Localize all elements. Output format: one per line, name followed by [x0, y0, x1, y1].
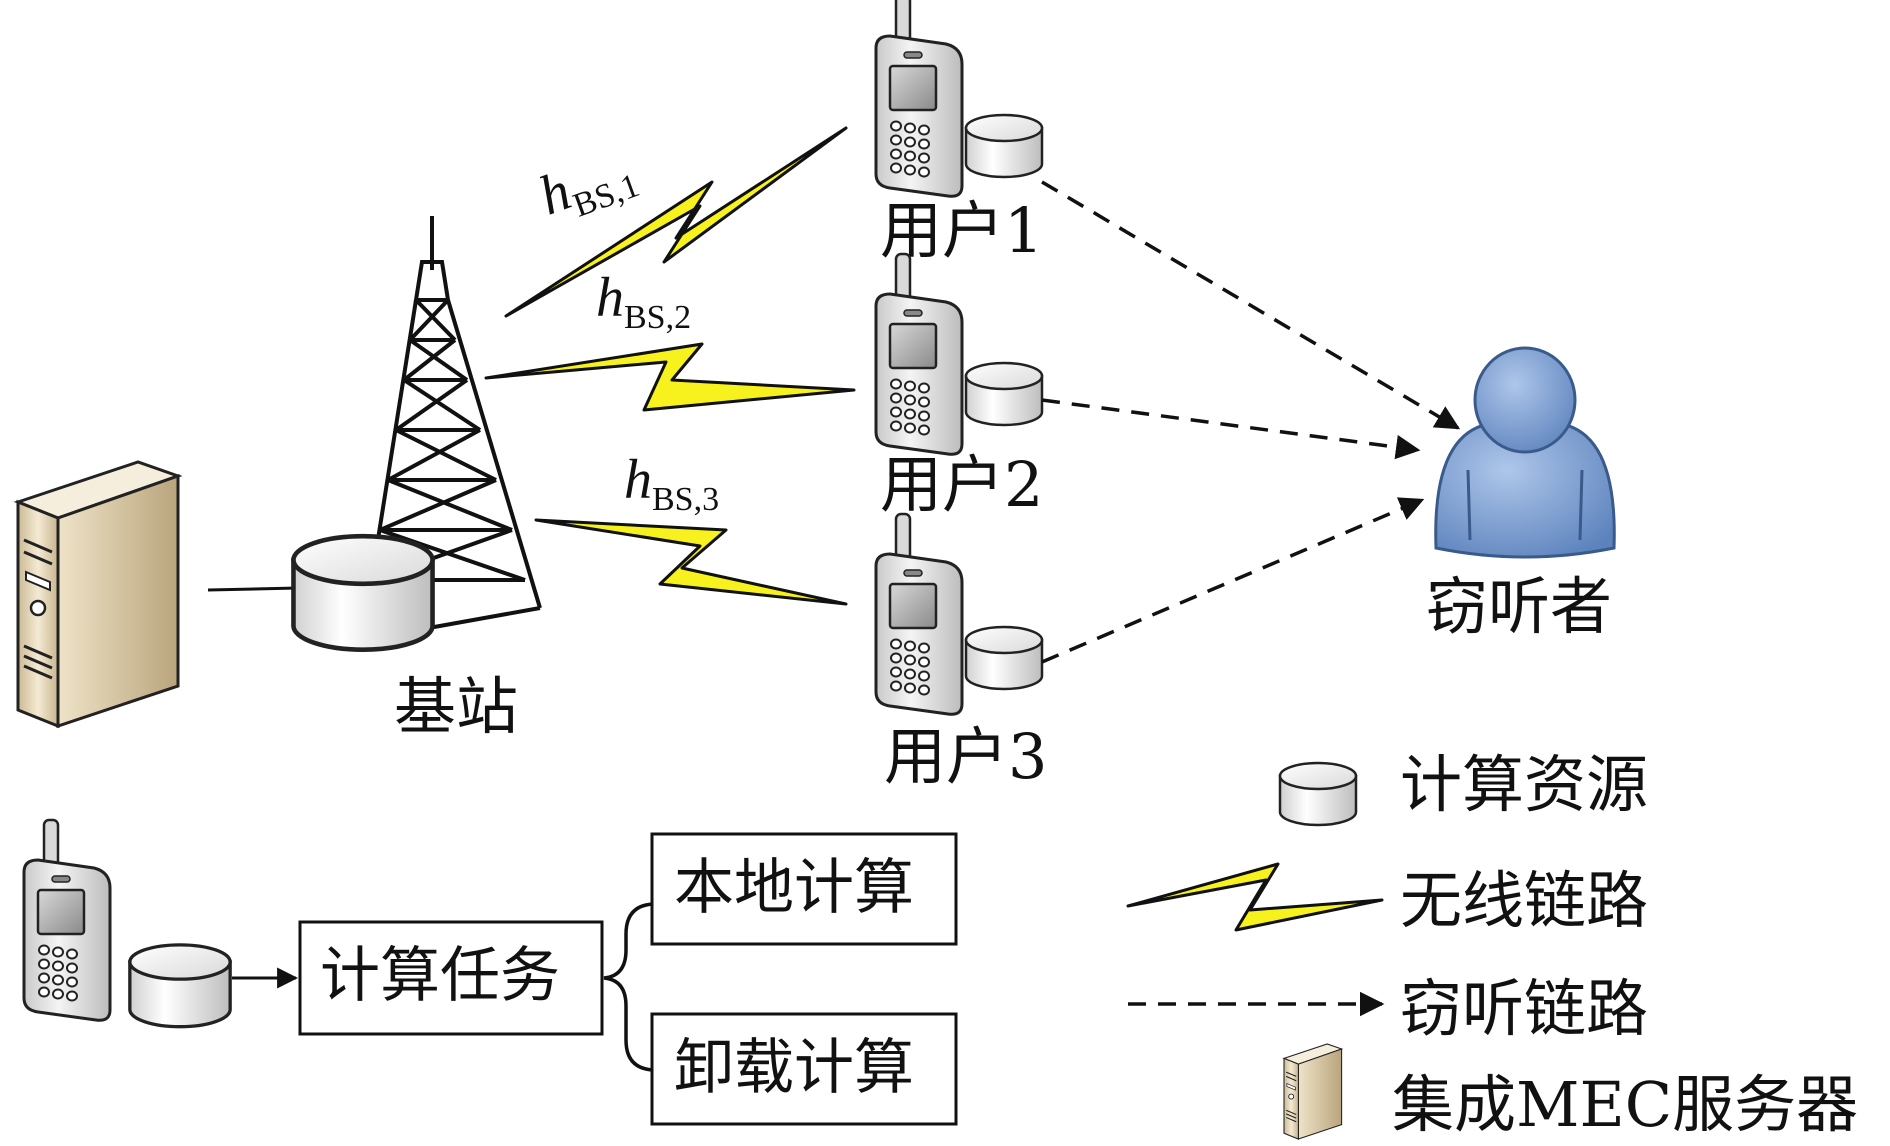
user3-resource-icon	[964, 625, 1044, 691]
base-station-resource-icon	[293, 536, 432, 649]
user2-resource-icon	[964, 361, 1044, 427]
user3-label: 用户3	[884, 720, 1047, 793]
task-resource-icon	[128, 943, 232, 1029]
base-station-label: 基站	[394, 670, 518, 743]
eavesdropper-label: 窃听者	[1426, 570, 1612, 643]
legend-mec-server: 集成MEC服务器	[1392, 1068, 1858, 1141]
tower-icon	[360, 216, 542, 642]
user1-phone-icon	[874, 0, 964, 198]
legend-compute-resource: 计算资源	[1400, 748, 1648, 821]
offload-compute-label: 卸载计算	[674, 1033, 914, 1103]
compute-task-box	[298, 920, 604, 1036]
user2-label: 用户2	[880, 448, 1043, 521]
legend-wireless-link: 无线链路	[1400, 864, 1648, 937]
user3-phone-icon	[874, 512, 964, 716]
wireless-link-2	[484, 342, 856, 412]
channel-subscript-1: BS,1	[569, 167, 645, 225]
eavesdrop-links	[1041, 180, 1461, 664]
channel-symbol: h	[624, 449, 652, 511]
eavesdropper-icon	[1434, 346, 1616, 559]
mec-server-icon	[16, 460, 180, 728]
channel-symbol: h	[596, 267, 624, 329]
svg-text:hBS,1: hBS,1	[531, 137, 644, 234]
channel-label-2: hBS,2	[596, 267, 691, 336]
task-brace	[603, 902, 657, 1072]
channel-label-3: hBS,3	[624, 449, 719, 518]
server-link	[207, 586, 299, 592]
wireless-link-1	[504, 126, 848, 318]
legend: 计算资源 无线链路 窃听链路 集成MEC服务器	[1126, 748, 1858, 1141]
legend-server-icon	[1283, 1043, 1343, 1140]
legend-wireless-icon	[1126, 862, 1384, 932]
legend-eavesdrop-link: 窃听链路	[1400, 972, 1648, 1045]
compute-task-label: 计算任务	[320, 941, 560, 1011]
legend-resource-icon	[1278, 761, 1358, 827]
task-phone-icon	[22, 818, 112, 1022]
wireless-link-3	[534, 518, 848, 606]
local-compute-label: 本地计算	[674, 853, 914, 923]
offload-compute-box	[650, 1012, 958, 1126]
channel-subscript-2: BS,2	[624, 299, 691, 336]
channel-label-1: hBS,1	[531, 137, 644, 234]
local-compute-box	[650, 832, 958, 946]
user2-phone-icon	[874, 252, 964, 456]
channel-subscript-3: BS,3	[652, 481, 719, 518]
user1-resource-icon	[964, 113, 1044, 179]
